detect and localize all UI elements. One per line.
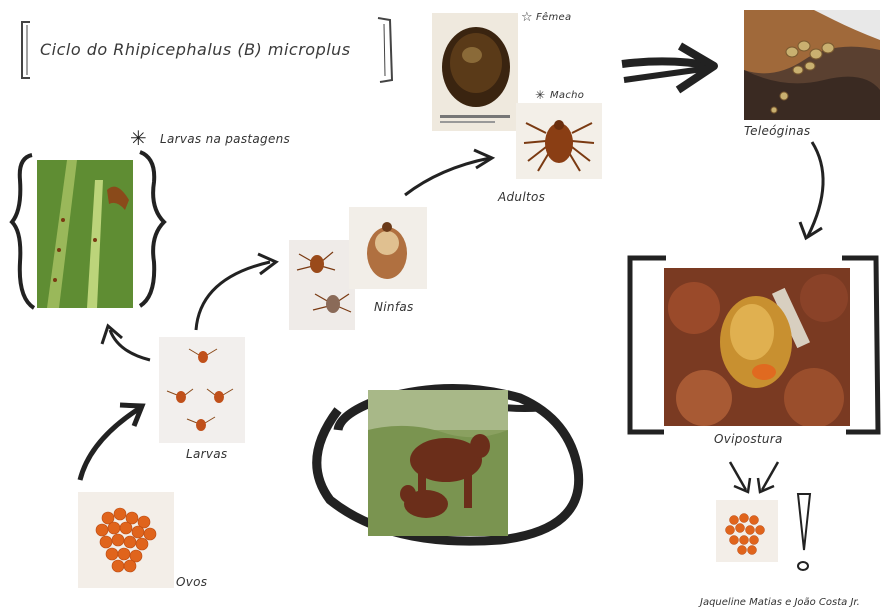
larvae-pasture-label: Larvas na pastagens: [160, 132, 290, 146]
oviposition-eggs-photo: [716, 500, 778, 562]
larvae-label: Larvas: [186, 447, 227, 461]
nymphs-photo-right: [349, 207, 427, 289]
female-label: Fêmea: [536, 12, 571, 23]
eggs-label: Ovos: [176, 575, 207, 589]
female-tick-photo: [432, 13, 518, 131]
page-title: Ciclo do Rhipicephalus (B) microplus: [40, 40, 351, 59]
oviposition-label: Oviposturа: [714, 432, 783, 446]
oviposition-left-bracket: [630, 258, 666, 432]
right-brace: [140, 152, 164, 306]
cattle-photo: [368, 390, 508, 536]
asterisk-icon: ✳: [130, 126, 147, 150]
adults-label: Adultos: [498, 190, 545, 204]
nymphs-label: Ninfas: [374, 300, 414, 314]
female-symbol-icon: ☆: [521, 10, 533, 25]
exclamation-icon: [790, 490, 820, 580]
left-brace: [12, 155, 34, 308]
male-tick-photo: [516, 103, 602, 179]
male-label: Macho: [550, 90, 584, 101]
teleoginas-photo: [744, 10, 880, 120]
larvae-photo: [159, 337, 245, 443]
oviposition-photo: [664, 268, 850, 426]
male-symbol-icon: ✳: [535, 88, 545, 102]
pasture-larvae-photo: [37, 160, 133, 308]
nymphs-photo-left: [289, 240, 355, 330]
author-credit: Jaqueline Matias e João Costa Jr.: [700, 597, 860, 608]
eggs-photo: [78, 492, 174, 588]
teleoginas-label: Teleóginas: [744, 124, 810, 138]
